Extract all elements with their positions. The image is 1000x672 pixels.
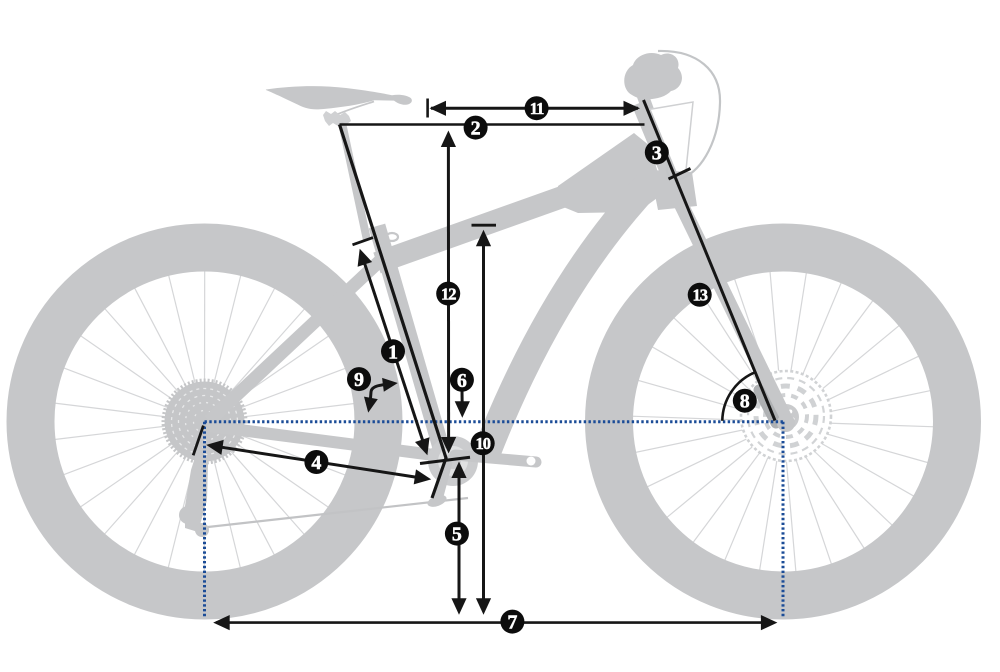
svg-text:11: 11 [530, 99, 544, 118]
svg-text:8: 8 [740, 391, 750, 413]
svg-text:13: 13 [692, 286, 707, 305]
svg-text:4: 4 [311, 452, 321, 474]
svg-text:9: 9 [354, 369, 364, 391]
svg-text:1: 1 [388, 341, 398, 363]
svg-text:3: 3 [652, 142, 662, 164]
svg-text:12: 12 [441, 284, 456, 303]
svg-text:2: 2 [471, 118, 481, 140]
svg-text:7: 7 [507, 612, 517, 634]
svg-text:5: 5 [452, 524, 462, 546]
svg-text:10: 10 [475, 434, 490, 453]
svg-text:6: 6 [457, 370, 467, 392]
